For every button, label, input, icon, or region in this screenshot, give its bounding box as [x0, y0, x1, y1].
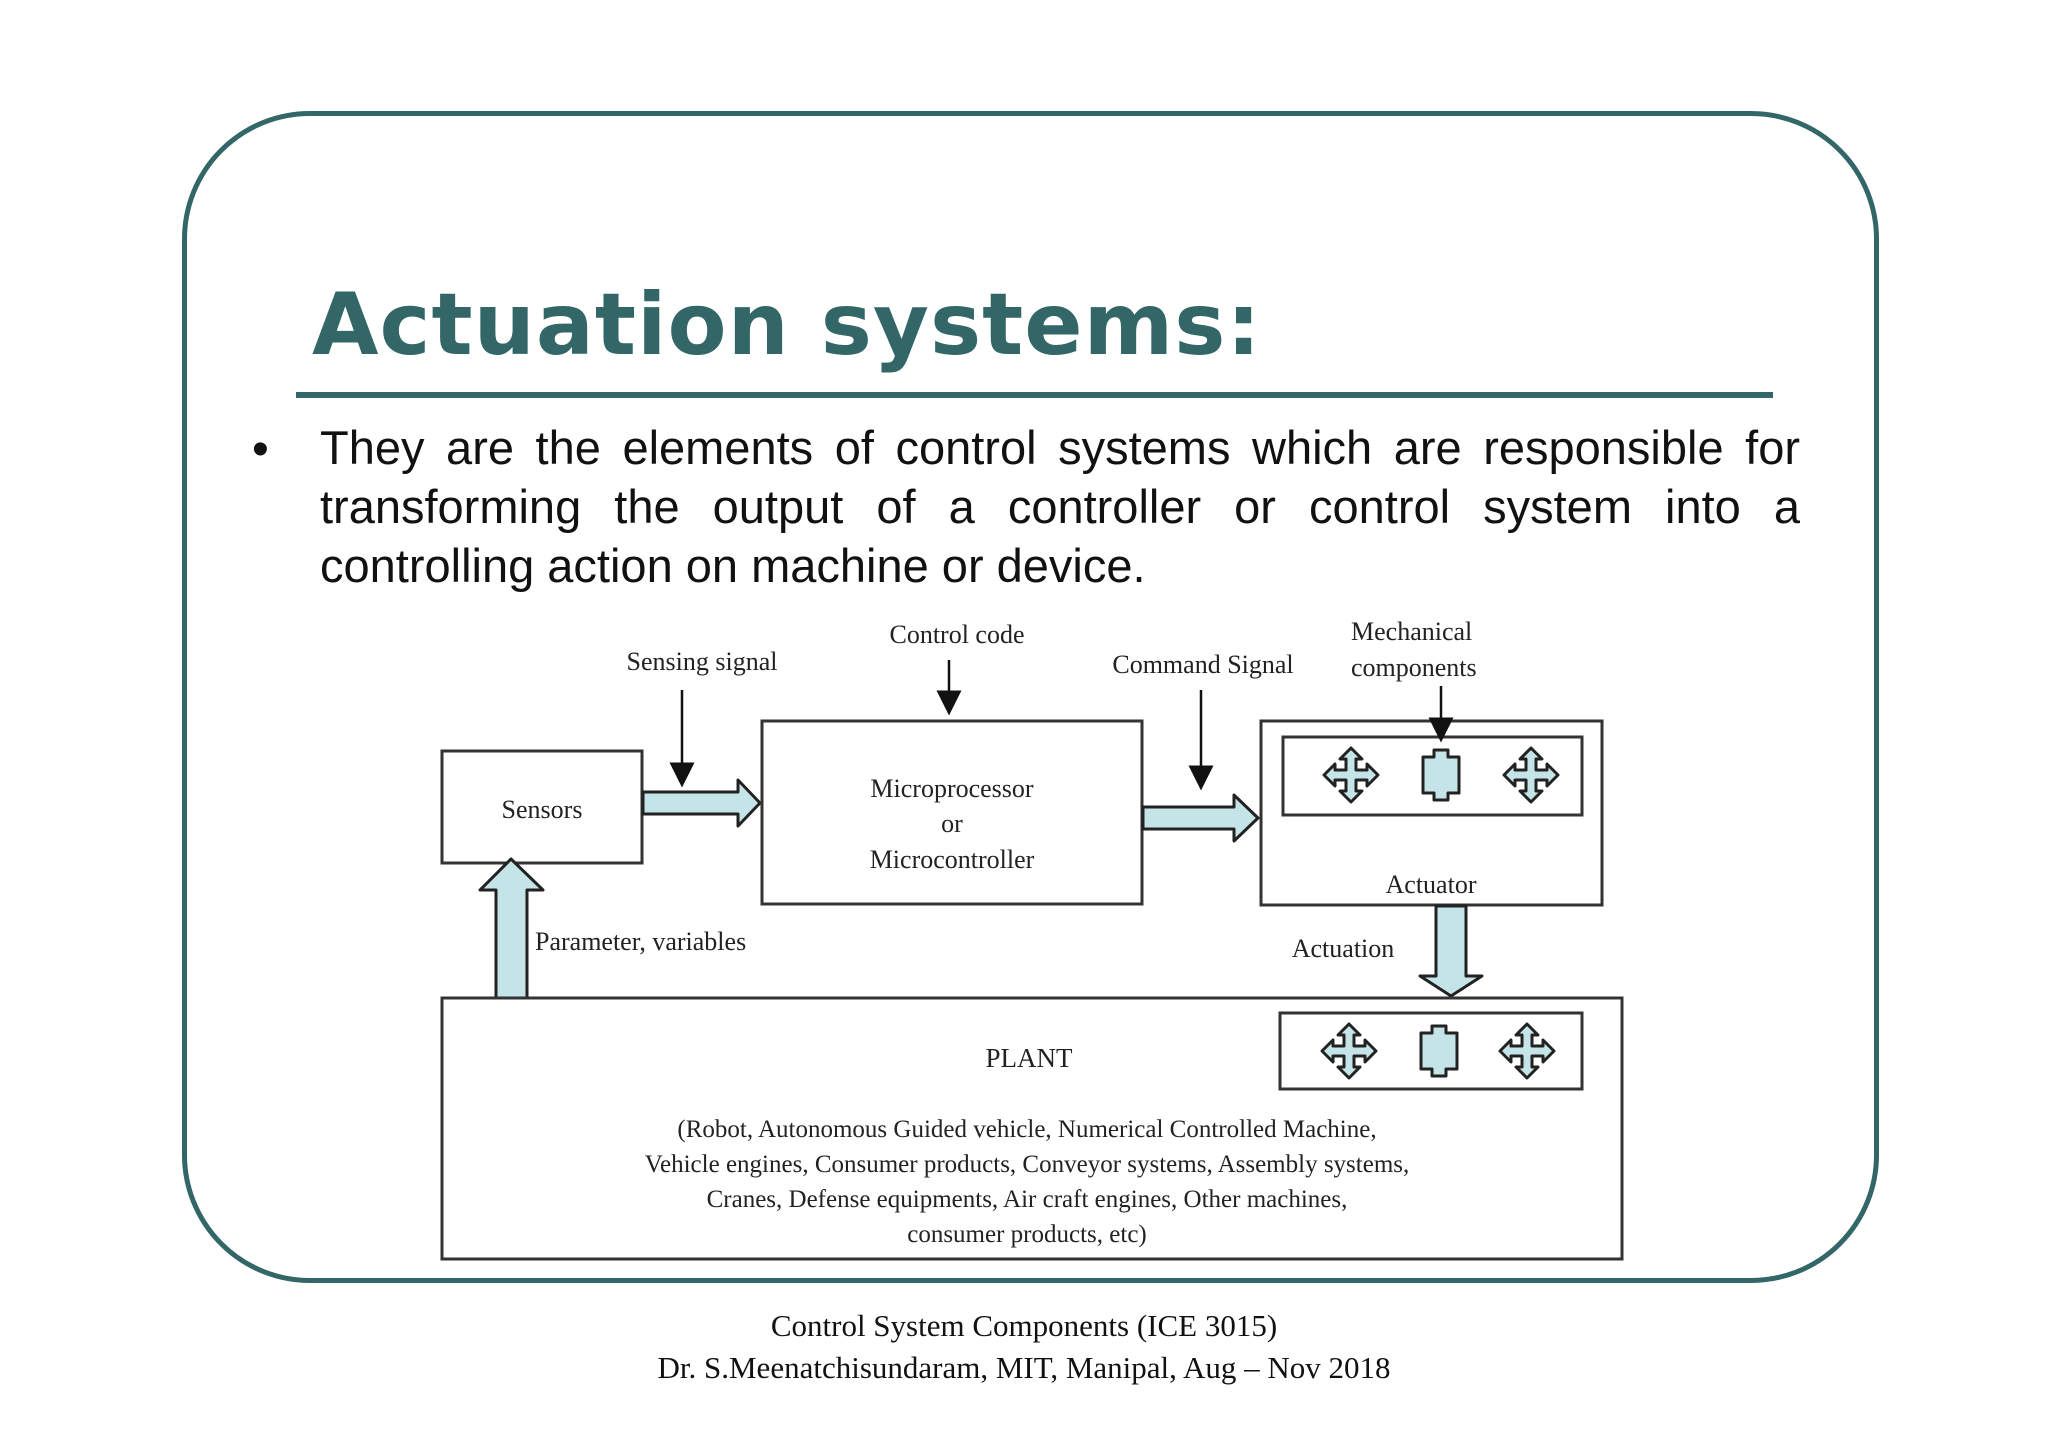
controller-label-line2: or	[941, 809, 963, 838]
control-code-label: Control code	[889, 620, 1024, 649]
sensing-signal-label: Sensing signal	[627, 647, 778, 676]
title-underline	[296, 392, 1773, 398]
plant-description-line1: (Robot, Autonomous Guided vehicle, Numer…	[677, 1116, 1376, 1143]
sensors-to-controller-arrow	[641, 778, 762, 828]
sensors-label: Sensors	[502, 795, 583, 824]
controller-to-actuator-arrow	[1141, 793, 1260, 843]
slide-title: Actuation systems:	[312, 275, 1262, 375]
bullet-marker: •	[252, 423, 269, 476]
footer-course: Control System Components (ICE 3015)	[770, 1308, 1278, 1343]
plant-description-line4: consumer products, etc)	[907, 1221, 1147, 1248]
actuation-label: Actuation	[1292, 934, 1395, 963]
mechanical-label-line1: Mechanical	[1351, 617, 1472, 646]
actuation-arrow	[1418, 904, 1484, 998]
plant-label: PLANT	[986, 1043, 1074, 1073]
controller-block	[760, 719, 1144, 906]
plus-block-icon	[1421, 748, 1461, 802]
bullet-text: They are the elements of control systems…	[320, 421, 1800, 592]
command-signal-label: Command Signal	[1112, 650, 1293, 679]
controller-label-line3: Microcontroller	[870, 845, 1035, 874]
feedback-arrow	[478, 857, 545, 1000]
plant-description-line3: Cranes, Defense equipments, Air craft en…	[707, 1186, 1348, 1213]
mechanical-label-line2: components	[1351, 653, 1477, 682]
controller-label-line1: Microprocessor	[870, 774, 1034, 803]
plus-block-icon	[1419, 1024, 1459, 1078]
actuator-label: Actuator	[1386, 870, 1477, 899]
footer-author: Dr. S.Meenatchisundaram, MIT, Manipal, A…	[657, 1350, 1391, 1385]
parameter-variables-label: Parameter, variables	[535, 927, 746, 956]
plant-description-line2: Vehicle engines, Consumer products, Conv…	[645, 1151, 1410, 1178]
